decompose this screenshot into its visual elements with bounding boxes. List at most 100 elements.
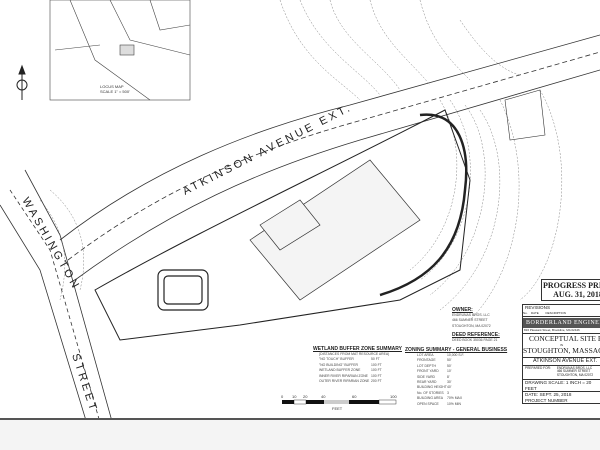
revision-col: No. (523, 310, 528, 315)
plan-title: CONCEPTUAL SITE PLAN (529, 333, 600, 343)
title-row: CONCEPTUAL SITE PLAN IN STOUGHTON, MASSA… (523, 334, 600, 358)
wetland-heading: WETLAND BUFFER ZONE SUMMARY (313, 346, 402, 352)
wetland-row-value: 50 FT (371, 357, 380, 362)
wetland-row-value: 200 FT (371, 379, 382, 384)
wetland-row: "NO TOUCH" BUFFER 50 FT (319, 357, 402, 362)
title-block: REVISIONS No. DATE DESCRIPTION BORDERLAN… (522, 304, 600, 405)
firm-row: BORDERLAND ENGINEERING 816 Pleasant Stre… (523, 317, 600, 334)
zoning-row-label: SIDE YARD (417, 374, 435, 379)
zoning-row-label: LOT DEPTH (417, 363, 436, 368)
owner-block: OWNER: ENDRUNAS BROS. LLC 466 SUMNER STR… (452, 307, 500, 344)
site-plan-sheet: LOCUS MAP SCALE 1" = 500' WASHINGTON STR… (0, 0, 600, 420)
detention-basin (157, 269, 209, 311)
building-footprint (249, 159, 421, 301)
scale-label-40: 40 (321, 394, 326, 399)
revisions-label: REVISIONS (525, 305, 551, 310)
zoning-row-label: FRONT YARD (417, 369, 439, 374)
zoning-row-value: 8' (447, 374, 450, 379)
progress-print-stamp: PROGRESS PRINT AUG. 31, 2018 (541, 279, 600, 301)
zoning-row-label: FRONTAGE (417, 358, 436, 363)
zoning-row-label: BUILDING AREA (417, 396, 444, 401)
zoning-row-value: 40' (447, 385, 452, 390)
adjacent-building (504, 89, 546, 141)
parcel-boundary (94, 109, 471, 341)
north-arrow-icon (16, 64, 28, 100)
zoning-row-value: 70% MAX (447, 396, 463, 401)
deed-heading: DEED REFERENCE: (452, 332, 500, 339)
firm-address: 816 Pleasant Street, Brookline, MA 02446 (524, 327, 580, 332)
wetland-row-label: "NO TOUCH" BUFFER (319, 357, 354, 362)
zoning-row: LOT AREA 10,000 S.F. (417, 353, 507, 358)
locus-map-scale: SCALE 1" = 500' (100, 89, 130, 94)
scale-label-60: 60 (352, 394, 357, 399)
zoning-row: SIDE YARD 8' (417, 375, 507, 380)
revision-col: DATE (531, 310, 539, 315)
washington-street (0, 169, 112, 418)
revisions-table: REVISIONS No. DATE DESCRIPTION (523, 305, 600, 317)
wetland-row-value: 100 FT (371, 368, 382, 373)
zoning-row-label: REAR YARD (417, 380, 437, 385)
zoning-summary: ZONING SUMMARY - GENERAL BUSINESS LOT AR… (405, 347, 507, 407)
plan-town: STOUGHTON, MASSACHUSETTS (523, 346, 600, 356)
wetland-row: "NO BUILDING" BUFFER 100 FT (319, 363, 402, 368)
scale-unit: FEET (332, 406, 343, 411)
wetland-row-label: "NO BUILDING" BUFFER (319, 362, 358, 367)
scale-label-20: 20 (303, 394, 308, 399)
zoning-row-value: 50' (447, 358, 452, 363)
zoning-row: FRONTAGE 50' (417, 358, 507, 363)
project-name: ATKINSON AVENUE EXT. (523, 358, 600, 366)
zoning-row-value: 3 (447, 390, 449, 395)
contour-lines (39, 0, 562, 321)
site-plan-drawing: LOCUS MAP SCALE 1" = 500' WASHINGTON STR… (0, 0, 600, 418)
zoning-row-value: 10% MIN (447, 401, 461, 406)
scale-bar (282, 399, 397, 405)
scale-label-100: 100 (390, 394, 397, 399)
scale-label-10: 10 (292, 394, 297, 399)
street-label-washington: WASHINGTON (19, 196, 82, 293)
owner-line: STOUGHTON, MA 02072 (452, 323, 491, 328)
progress-print-date: AUG. 31, 2018 (553, 290, 600, 299)
zoning-row-label: LOT AREA (417, 353, 434, 357)
wetland-summary: WETLAND BUFFER ZONE SUMMARY (DISTANCES F… (313, 346, 402, 384)
plan-date: DATE: SEPT. 25, 2018 (525, 392, 572, 398)
owner-heading: OWNER: (452, 307, 473, 313)
plan-in: IN (560, 343, 563, 348)
wetland-row-label: INNER RIVER RIPARIAN ZONE (319, 373, 368, 378)
owner-line: 466 SUMNER STREET (452, 318, 488, 323)
wetland-row-label: WETLAND BUFFER ZONE (319, 368, 361, 373)
scale-label-0: 0 (281, 394, 284, 399)
zoning-row-value: 10' (447, 369, 452, 374)
zoning-row: LOT DEPTH 50' (417, 364, 507, 369)
prepared-for-line: ENDRUNAS BROS. LLC (556, 365, 593, 370)
firm-logo: BORDERLAND ENGINEERING (523, 317, 600, 328)
owner-line: ENDRUNAS BROS. LLC (452, 313, 490, 317)
prepared-for-line: 466 SUMNER STREET (556, 369, 591, 374)
date-row: DATE: SEPT. 25, 2018 PROJECT NUMBER (523, 392, 600, 403)
zoning-row: REAR YARD 30' (417, 380, 507, 385)
atkinson-avenue (59, 34, 600, 281)
revision-col: DESCRIPTION (545, 310, 566, 315)
wetland-row-label: OUTER RIVER RIPARIAN ZONE (319, 379, 370, 384)
zoning-row-value: 30' (447, 380, 452, 385)
zoning-row-value: 50' (447, 363, 452, 368)
wetland-row-value: 100 FT (371, 373, 382, 378)
locus-map-label: LOCUS MAP (100, 84, 124, 89)
zoning-row-value: 10,000 S.F. (447, 353, 465, 357)
locus-map (49, 0, 191, 101)
wetland-row: WETLAND BUFFER ZONE 100 FT (319, 368, 402, 373)
prepared-for-line: STOUGHTON, MA 02072 (556, 373, 594, 378)
zoning-heading: ZONING SUMMARY - GENERAL BUSINESS (405, 347, 508, 353)
zoning-row-label: BUILDING HEIGHT (417, 385, 447, 390)
drawing-scale: DRAWING SCALE: 1 INCH = 20 FEET (523, 380, 600, 393)
progress-print-label: PROGRESS PRINT (543, 281, 600, 290)
prepared-for-label: PREPARED FOR: (525, 365, 551, 370)
zoning-row: FRONT YARD 10' (417, 369, 507, 374)
wetland-row-value: 100 FT (371, 362, 382, 367)
